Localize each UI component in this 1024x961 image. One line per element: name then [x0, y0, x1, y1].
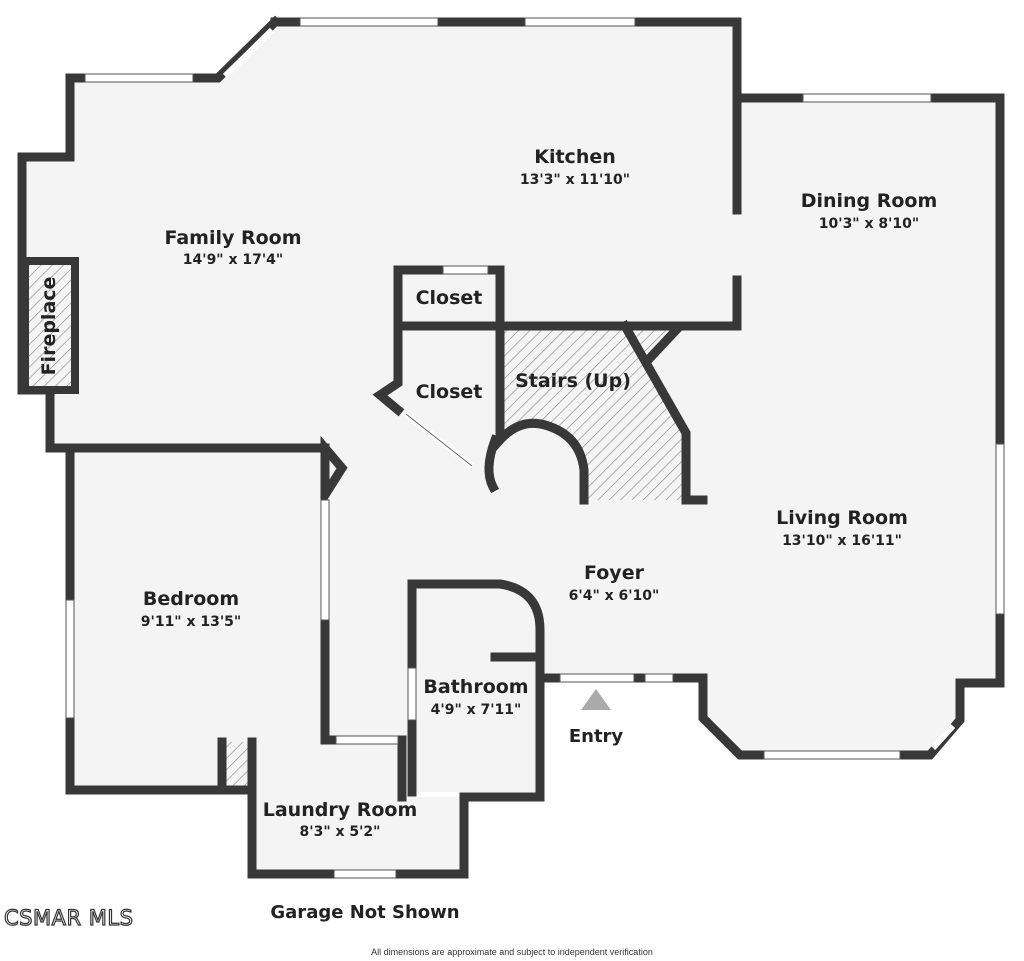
closet-upper-label: Closet [416, 287, 483, 309]
garage-note: Garage Not Shown [270, 902, 459, 923]
windows [65, 17, 1005, 879]
bedroom-dims: 9'11" x 13'5" [141, 614, 241, 630]
living-room-label: Living Room [776, 507, 908, 529]
stairs-hatch [500, 326, 686, 500]
mls-watermark: CSMAR MLS [4, 906, 133, 930]
stairs-label: Stairs (Up) [515, 370, 631, 392]
disclaimer: All dimensions are approximate and subje… [371, 947, 653, 957]
family-room-label: Family Room [164, 227, 301, 249]
family-room-dims: 14'9" x 17'4" [183, 252, 283, 268]
dining-room-label: Dining Room [801, 190, 938, 212]
laundry-room-label: Laundry Room [263, 799, 418, 821]
bathroom-dims: 4'9" x 7'11" [431, 702, 522, 718]
fireplace [21, 257, 79, 394]
bedroom-label: Bedroom [143, 588, 239, 610]
entry-arrow-icon [581, 689, 611, 710]
kitchen-dims: 13'3" x 11'10" [520, 172, 630, 188]
dining-room-dims: 10'3" x 8'10" [819, 216, 919, 232]
entry-label: Entry [569, 726, 624, 747]
closet-lower-label: Closet [416, 381, 483, 403]
foyer-label: Foyer [584, 562, 645, 584]
laundry-floor [252, 742, 464, 874]
laundry-room-dims: 8'3" x 5'2" [300, 824, 381, 840]
fireplace-label: Fireplace [38, 277, 60, 376]
living-room-dims: 13'10" x 16'11" [782, 533, 902, 549]
foyer-dims: 6'4" x 6'10" [569, 588, 660, 604]
bathroom-label: Bathroom [423, 676, 528, 698]
kitchen-label: Kitchen [534, 146, 616, 168]
